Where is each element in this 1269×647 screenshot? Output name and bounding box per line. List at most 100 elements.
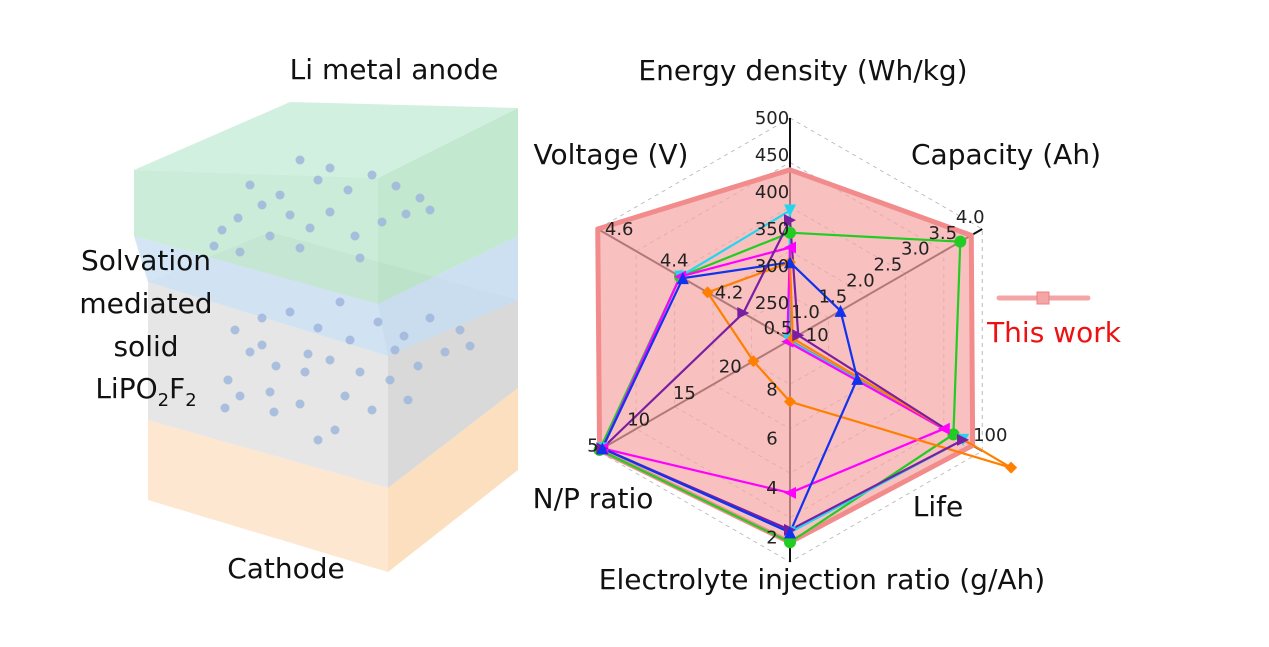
tick-label: 8 [766,379,777,400]
axis-label-voltage: Voltage (V) [534,138,689,171]
interphase-label-line-2: mediated [79,287,212,320]
particle [390,345,400,355]
particle [350,231,360,241]
data-point [792,329,805,342]
tick-label: 2 [766,527,777,548]
particle [265,387,275,397]
particle [330,425,340,435]
tick-label: 4.4 [660,251,689,272]
interphase-label-line-3: solid [113,330,178,363]
particle [300,367,310,377]
legend-marker-this-work [1036,291,1050,305]
particle [355,367,365,377]
particle [367,405,377,415]
particle [355,253,365,263]
tick-label: 2.0 [846,270,875,291]
formula-part-2: F [169,372,185,405]
particle [335,297,345,307]
data-point [1005,461,1018,474]
tick-label: 6 [766,429,777,450]
radar-chart: 2503003504004505000.51.01.52.02.53.03.54… [533,54,1122,596]
interphase-formula-label: LiPO2F2 [95,372,196,411]
radar-tick-labels: 2503003504004505000.51.01.52.02.53.03.54… [587,108,1007,548]
cathode-front-face [148,420,388,572]
interphase-front-face [148,282,388,488]
formula-part-1: LiPO [95,372,157,405]
tick-label: 350 [755,219,789,240]
particle [425,313,435,323]
data-point [784,486,796,499]
data-point [784,256,796,269]
data-point [947,428,960,441]
data-point [784,214,796,227]
particle [343,185,353,195]
data-point [937,422,950,435]
data-point [784,204,796,217]
axis-label-life: Life [913,490,963,523]
tick-label: 15 [673,383,696,404]
particle [223,375,233,385]
battery-stack-illustration: Li metal anode Solvation mediated solid … [79,53,518,585]
particle [325,355,335,365]
data-point [747,355,760,368]
particle [235,247,245,257]
formula-subscript-2: 2 [185,390,196,411]
data-point [596,442,609,455]
data-point [784,395,796,408]
particle [455,325,465,335]
particle [257,340,267,350]
tick-label: 5 [587,436,598,457]
particle [399,331,409,341]
tick-label: 4.0 [956,207,985,228]
solvation-layer-front-face [134,236,388,356]
tick-label: 10 [627,409,650,430]
data-point [676,272,689,285]
particle [325,207,335,217]
particle [271,361,281,371]
particle [257,313,267,323]
particle [295,399,305,409]
anode-top-face [134,102,518,178]
particle [373,317,383,327]
particle [440,347,450,357]
particle [325,163,335,173]
particle [230,325,240,335]
radar-series-layer [593,167,1018,549]
data-point [957,433,970,446]
particle [377,217,387,227]
data-point [701,286,714,299]
tick-label: 300 [755,256,789,277]
axis-label-energy-density: Energy density (Wh/kg) [638,54,967,87]
particle [313,175,323,185]
tick-label: 250 [755,293,789,314]
tick-label: 100 [973,425,1007,446]
particle [391,181,401,191]
axis-label-capacity: Capacity (Ah) [911,138,1101,171]
formula-subscript-1: 2 [158,390,169,411]
particle [465,341,475,351]
particle [345,335,355,345]
radar-axis-labels: Energy density (Wh/kg) Capacity (Ah) Lif… [533,54,1101,596]
particle [275,190,285,200]
axis-label-np-ratio: N/P ratio [533,482,654,515]
particle [413,361,423,371]
particle [245,180,255,190]
axis-label-electrolyte-injection-ratio: Electrolyte injection ratio (g/Ah) [599,563,1045,596]
data-point [784,226,796,239]
data-point [784,241,796,254]
data-point [954,235,967,248]
particle [401,209,411,219]
particle [313,323,323,333]
tick-label: 1.0 [791,302,820,323]
anode-side-face [378,108,518,304]
tick-label: 4 [766,478,777,499]
particle [305,223,315,233]
anode-label: Li metal anode [290,53,499,86]
particle [209,241,219,251]
particle [303,349,313,359]
tick-label: 2.5 [874,255,903,276]
tick-label: 4.2 [715,282,744,303]
tick-label: 0.5 [764,318,793,339]
particle [295,155,305,165]
